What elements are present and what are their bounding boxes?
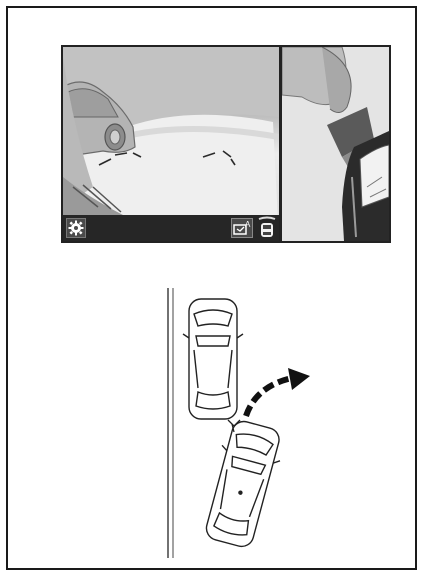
side-camera-view: A (63, 47, 279, 241)
parked-car (183, 299, 243, 419)
camera-display: A (61, 45, 391, 243)
view-switch-button[interactable]: A (231, 218, 253, 238)
front-camera-view (282, 47, 389, 241)
camera-toolbar: A (63, 215, 279, 241)
parking-diagram (158, 288, 318, 558)
illustration-frame: A (6, 6, 417, 570)
own-car (198, 417, 288, 550)
camera-view-icon: A (232, 219, 252, 237)
view-switch-label: A (245, 220, 251, 229)
gear-icon (67, 219, 85, 237)
dashed-curved-arrow-icon (246, 368, 310, 416)
front-view-image (282, 47, 389, 241)
settings-button[interactable] (66, 218, 86, 238)
vehicle-icon (257, 216, 277, 240)
vehicle-view-button[interactable] (257, 216, 277, 240)
side-view-image (63, 47, 279, 241)
